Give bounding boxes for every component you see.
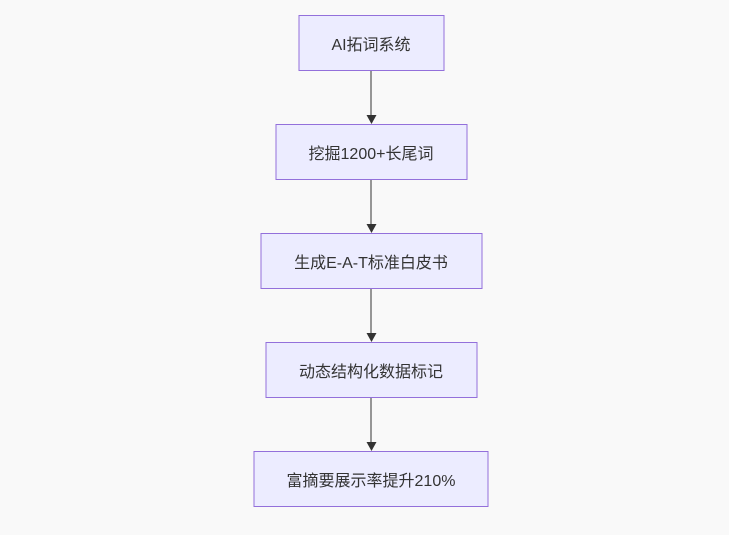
flow-node-rich-snippet-result: 富摘要展示率提升210% — [253, 451, 489, 507]
edge-line — [370, 71, 372, 115]
flow-node-eat-whitepaper: 生成E-A-T标准白皮书 — [260, 233, 482, 289]
arrow-down-icon — [366, 224, 376, 233]
flow-edge-b-c — [366, 180, 376, 233]
flow-edge-c-d — [366, 289, 376, 342]
flow-node-label: 动态结构化数据标记 — [298, 364, 443, 381]
flow-node-ai-keyword-system: AI拓词系统 — [298, 15, 444, 71]
flow-edge-a-b — [366, 71, 376, 124]
edge-line — [370, 289, 372, 333]
flow-node-structured-data-markup: 动态结构化数据标记 — [265, 342, 477, 398]
flow-node-label: 富摘要展示率提升210% — [286, 473, 456, 490]
edge-line — [370, 180, 372, 224]
arrow-down-icon — [366, 442, 376, 451]
flow-node-longtail-mining: 挖掘1200+长尾词 — [275, 124, 467, 180]
flow-node-label: AI拓词系统 — [331, 37, 411, 54]
flow-node-label: 生成E-A-T标准白皮书 — [294, 255, 448, 272]
arrow-down-icon — [366, 333, 376, 342]
flow-node-label: 挖掘1200+长尾词 — [308, 146, 434, 163]
flowchart: AI拓词系统 挖掘1200+长尾词 生成E-A-T标准白皮书 动态结构化数据标记 — [253, 15, 489, 507]
arrow-down-icon — [366, 115, 376, 124]
edge-line — [370, 398, 372, 442]
flow-edge-d-e — [366, 398, 376, 451]
